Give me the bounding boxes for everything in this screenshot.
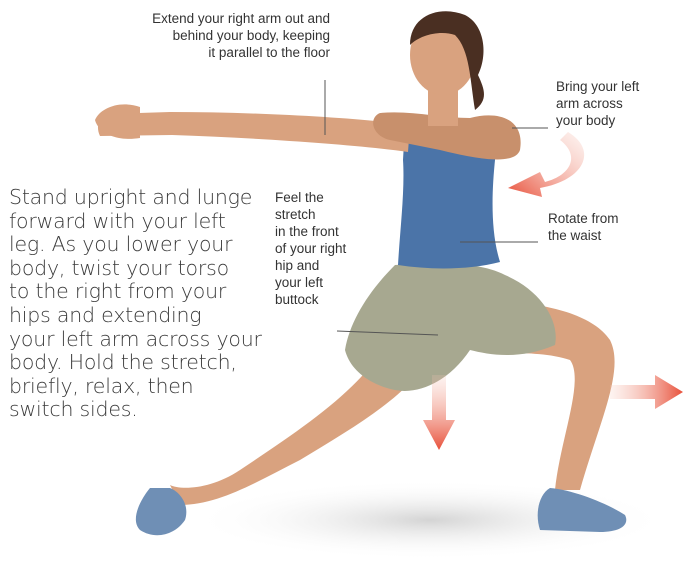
instruction-line: forward with your left [9, 210, 271, 234]
down-arrow [423, 375, 455, 450]
label-line: your left [275, 274, 370, 291]
shorts [345, 263, 556, 391]
label-line: of your right [275, 240, 370, 257]
instruction-line: body. Hold the stretch, [9, 351, 271, 375]
label-line: Bring your left [556, 78, 671, 95]
label-bring-left-arm: Bring your left arm across your body [556, 78, 671, 129]
label-line: Extend your right arm out and [78, 10, 330, 27]
label-line: in the front [275, 223, 370, 240]
label-line: it parallel to the floor [78, 44, 330, 61]
instruction-text: Stand upright and lunge forward with you… [9, 186, 271, 422]
instruction-line: Stand upright and lunge [9, 186, 271, 210]
label-line: behind your body, keeping [78, 27, 330, 44]
label-line: buttock [275, 291, 370, 308]
instruction-line: hips and extending [9, 304, 271, 328]
label-feel-stretch: Feel the stretch in the front of your ri… [275, 189, 370, 308]
instruction-line: switch sides. [9, 398, 271, 422]
label-extend-right-arm: Extend your right arm out and behind you… [78, 10, 330, 61]
label-line: hip and [275, 257, 370, 274]
label-line: the waist [548, 227, 658, 244]
label-line: your body [556, 112, 671, 129]
instruction-line: leg. As you lower your [9, 233, 271, 257]
label-line: arm across [556, 95, 671, 112]
instruction-line: briefly, relax, then [9, 375, 271, 399]
right-arm [98, 112, 410, 152]
label-line: Rotate from [548, 210, 658, 227]
forward-arrow [610, 375, 683, 409]
instruction-line: body, twist your torso [9, 257, 271, 281]
label-rotate-waist: Rotate from the waist [548, 210, 658, 244]
label-line: Feel the [275, 189, 370, 206]
right-shoe [136, 488, 186, 535]
instruction-line: to the right from your [9, 280, 271, 304]
instruction-line: your left arm across your [9, 328, 271, 352]
label-line: stretch [275, 206, 370, 223]
